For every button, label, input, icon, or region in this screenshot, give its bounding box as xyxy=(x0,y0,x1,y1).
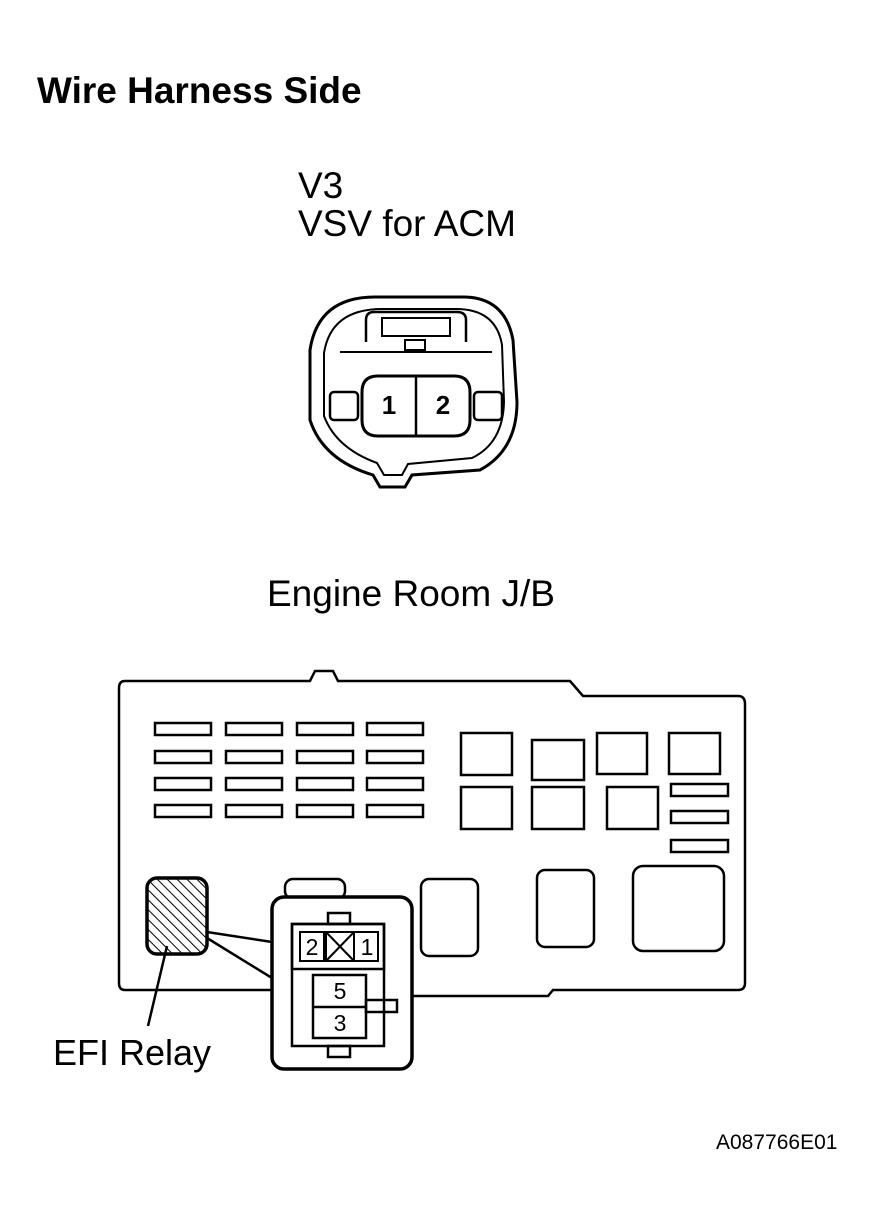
junction-block-outline xyxy=(117,669,747,998)
v3-pin-housing xyxy=(360,374,472,438)
v3-connector-inner-shell xyxy=(323,308,506,476)
v3-pin-1: 1 xyxy=(382,390,396,420)
v3-connector-outer-shell xyxy=(308,295,519,489)
v3-latch-tab xyxy=(381,317,451,337)
efi-relay-leader xyxy=(146,945,169,1027)
v3-left-guide xyxy=(328,390,360,422)
v3-connector-drawing xyxy=(308,295,519,489)
small-fuse-slots-right xyxy=(669,782,730,854)
v3-locking-latch xyxy=(364,310,468,342)
relay-pin-2: 2 xyxy=(306,934,319,960)
socket-lower-d xyxy=(631,864,726,953)
efi-relay-position xyxy=(145,876,209,956)
socket-lower-b xyxy=(419,877,480,958)
junction-block-title: Engine Room J/B xyxy=(267,573,555,614)
page-title: Wire Harness Side xyxy=(37,70,362,111)
relay-pin-3: 3 xyxy=(334,1010,347,1036)
callout-line-top xyxy=(206,930,273,944)
relay-pin-5: 5 xyxy=(334,978,347,1004)
v3-connector-name: VSV for ACM xyxy=(298,203,516,244)
fuse-slot-grid xyxy=(153,721,425,819)
socket-lower-c xyxy=(535,868,596,949)
v3-pin-2: 2 xyxy=(436,390,450,420)
v3-connector-id: V3 xyxy=(298,165,344,206)
v3-latch-center xyxy=(404,339,426,351)
efi-relay-label: EFI Relay xyxy=(53,1032,212,1073)
v3-right-guide xyxy=(472,390,504,422)
callout-line-bottom xyxy=(206,936,273,980)
relay-socket-grid xyxy=(459,731,722,831)
figure-code: A087766E01 xyxy=(716,1131,838,1154)
relay-pin-row-top xyxy=(290,922,386,971)
relay-pin-1: 1 xyxy=(361,934,374,960)
junction-block-drawing xyxy=(117,669,747,1071)
